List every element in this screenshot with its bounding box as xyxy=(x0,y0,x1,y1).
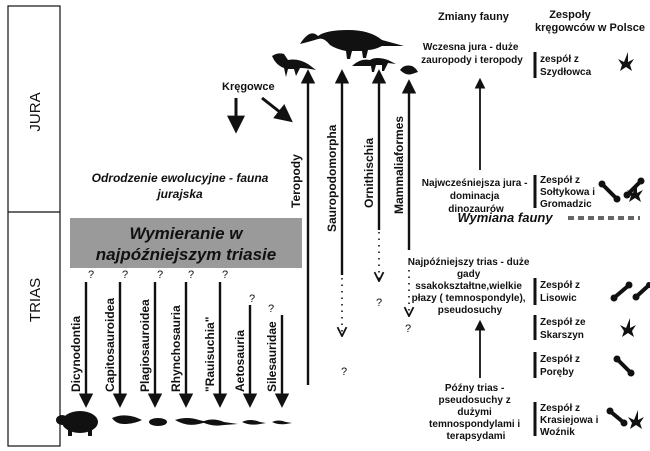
kregowce-label: Kręgowce xyxy=(222,81,275,93)
question-mark: ? xyxy=(268,303,274,315)
question-mark: ? xyxy=(188,269,194,281)
zespoly-header-2: kręgowców w Polsce xyxy=(535,22,645,34)
survivor-dotted-lines xyxy=(342,232,409,335)
late-trias-text: Późny trias - pseudosuchy z dużymi temno… xyxy=(429,383,523,442)
question-mark: ? xyxy=(222,269,228,281)
group-label-aetosauria: Aetosauria xyxy=(233,330,247,392)
group-label-rauisuchia: "Rauisuchia" xyxy=(203,317,217,392)
assemblage-lisowice: Zespół z Lisowic xyxy=(540,280,583,304)
group-label-rhynchosauria: Rhynchosauria xyxy=(169,305,183,392)
zmiany-fauny-header: Zmiany fauny xyxy=(438,11,510,23)
question-mark: ? xyxy=(122,269,128,281)
odrodzenie-line1: Odrodzenie ewolucyjne - fauna xyxy=(92,171,269,185)
survivor-label-mammaliaformes: Mammaliaformes xyxy=(392,116,406,214)
group-label-capitosauroidea: Capitosauroidea xyxy=(103,298,117,392)
survivor-arrows xyxy=(300,69,417,385)
survivor-label-ornithischia: Ornithischia xyxy=(362,138,376,208)
group-label-silesauridae: Silesauridae xyxy=(265,321,279,392)
earliest-jura-text: Najwcześniejsza jura - dominacja dinozau… xyxy=(422,178,530,215)
period-column: JURA TRIAS xyxy=(7,5,61,447)
survivor-label-sauropodomorpha: Sauropodomorpha xyxy=(325,124,339,232)
footprint-icon xyxy=(618,52,644,429)
assemblage-skarszyn: Zespół ze Skarszyn xyxy=(540,317,588,341)
question-mark: ? xyxy=(376,297,382,309)
survivor-label-teropody: Teropody xyxy=(289,154,303,208)
kregowce-arrow-diag xyxy=(261,96,293,123)
wymieranie-line2: najpóźniejszym triasie xyxy=(96,245,276,264)
survivor-labels: Teropody Sauropodomorpha Ornithischia Ma… xyxy=(289,116,406,232)
assemblage-poreba: Zespół z Poręby xyxy=(540,354,583,378)
period-trias: TRIAS xyxy=(27,278,44,322)
question-mark: ? xyxy=(157,269,163,281)
assemblage-krasiejow: Zespół z Krasiejowa i Woźnik xyxy=(540,403,601,438)
latest-trias-text: Najpóźniejszy trias - duże gady ssakoksz… xyxy=(408,257,532,316)
assemblages: zespół z Szydłowca Zespół z Sołtykowa i … xyxy=(533,52,601,438)
question-mark: ? xyxy=(88,269,94,281)
question-mark: ? xyxy=(249,293,255,305)
early-jura-text: Wczesna jura - duże zauropody i teropody xyxy=(421,42,523,66)
fauna-changes: Wczesna jura - duże zauropody i teropody… xyxy=(408,42,640,442)
odrodzenie-line2: jurajska xyxy=(155,187,203,201)
animal-silhouette-icon xyxy=(56,411,292,436)
zespoly-header-1: Zespoły xyxy=(549,9,591,21)
wymieranie-line1: Wymieranie w xyxy=(129,224,244,243)
assemblage-soltykow: Zespół z Sołtykowa i Gromadzic xyxy=(540,175,598,210)
bone-icon xyxy=(598,177,650,427)
group-label-dicynodontia: Dicynodontia xyxy=(69,316,83,392)
group-label-plagiosauroidea: Plagiosauroidea xyxy=(138,299,152,392)
question-mark: ? xyxy=(341,366,347,378)
extinct-question-marks: ? ? ? ? ? ? ? xyxy=(88,269,274,315)
dinosaur-silhouette-icon xyxy=(272,30,418,77)
assemblage-szydlowiec: zespół z Szydłowca xyxy=(540,54,592,78)
extinct-group-labels: Dicynodontia Capitosauroidea Plagiosauro… xyxy=(69,298,279,392)
wymieranie-box: Wymieranie w najpóźniejszym triasie xyxy=(70,218,302,268)
period-jura: JURA xyxy=(27,92,44,131)
wymiana-fauny-label: Wymiana fauny xyxy=(457,210,553,225)
extinct-group-arrows xyxy=(78,282,290,408)
question-mark: ? xyxy=(405,323,411,335)
